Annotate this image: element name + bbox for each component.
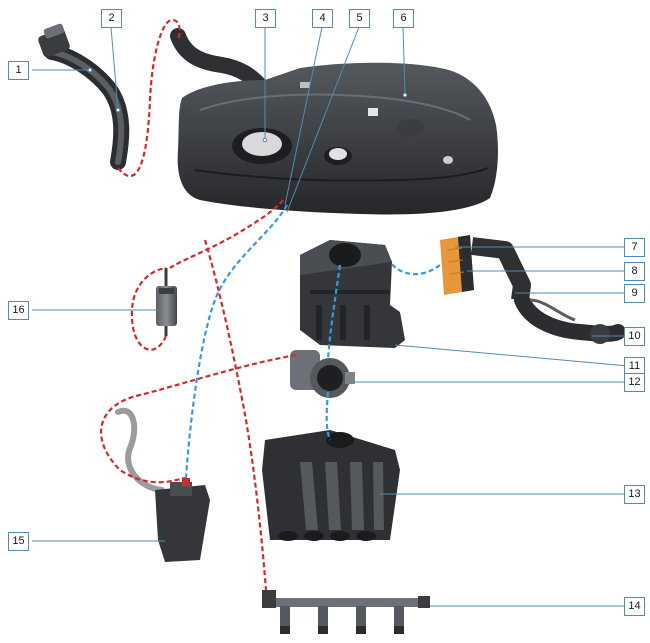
fuel-tank <box>177 62 498 215</box>
callout-9: 9 <box>624 284 645 303</box>
callout-4: 4 <box>312 9 333 28</box>
fuel-rail <box>262 590 430 634</box>
air-filter-element <box>440 235 474 295</box>
evap-canister <box>115 407 210 562</box>
tank-filler-hose <box>170 28 270 96</box>
callout-15: 15 <box>8 532 29 551</box>
fuel-lines <box>99 18 297 591</box>
callout-7: 7 <box>624 238 645 257</box>
intake-manifold <box>262 430 400 541</box>
callout-1: 1 <box>8 61 29 80</box>
callout-8: 8 <box>624 262 645 281</box>
callout-6: 6 <box>393 9 414 28</box>
callout-16: 16 <box>8 301 29 320</box>
air-intake-duct <box>470 237 626 344</box>
filler-neck <box>38 23 130 170</box>
parts <box>38 23 626 634</box>
vapor-lines <box>184 204 441 479</box>
fuel-filter <box>156 268 177 336</box>
callout-14: 14 <box>624 597 645 616</box>
callout-2: 2 <box>101 9 122 28</box>
leader-dots <box>87 67 408 143</box>
callout-3: 3 <box>255 9 276 28</box>
callout-10: 10 <box>624 327 645 346</box>
callout-13: 13 <box>624 485 645 504</box>
leader-lines <box>32 26 629 607</box>
callout-12: 12 <box>624 373 645 392</box>
air-filter-housing <box>300 240 405 348</box>
throttle-body <box>290 350 355 398</box>
callout-5: 5 <box>349 9 370 28</box>
